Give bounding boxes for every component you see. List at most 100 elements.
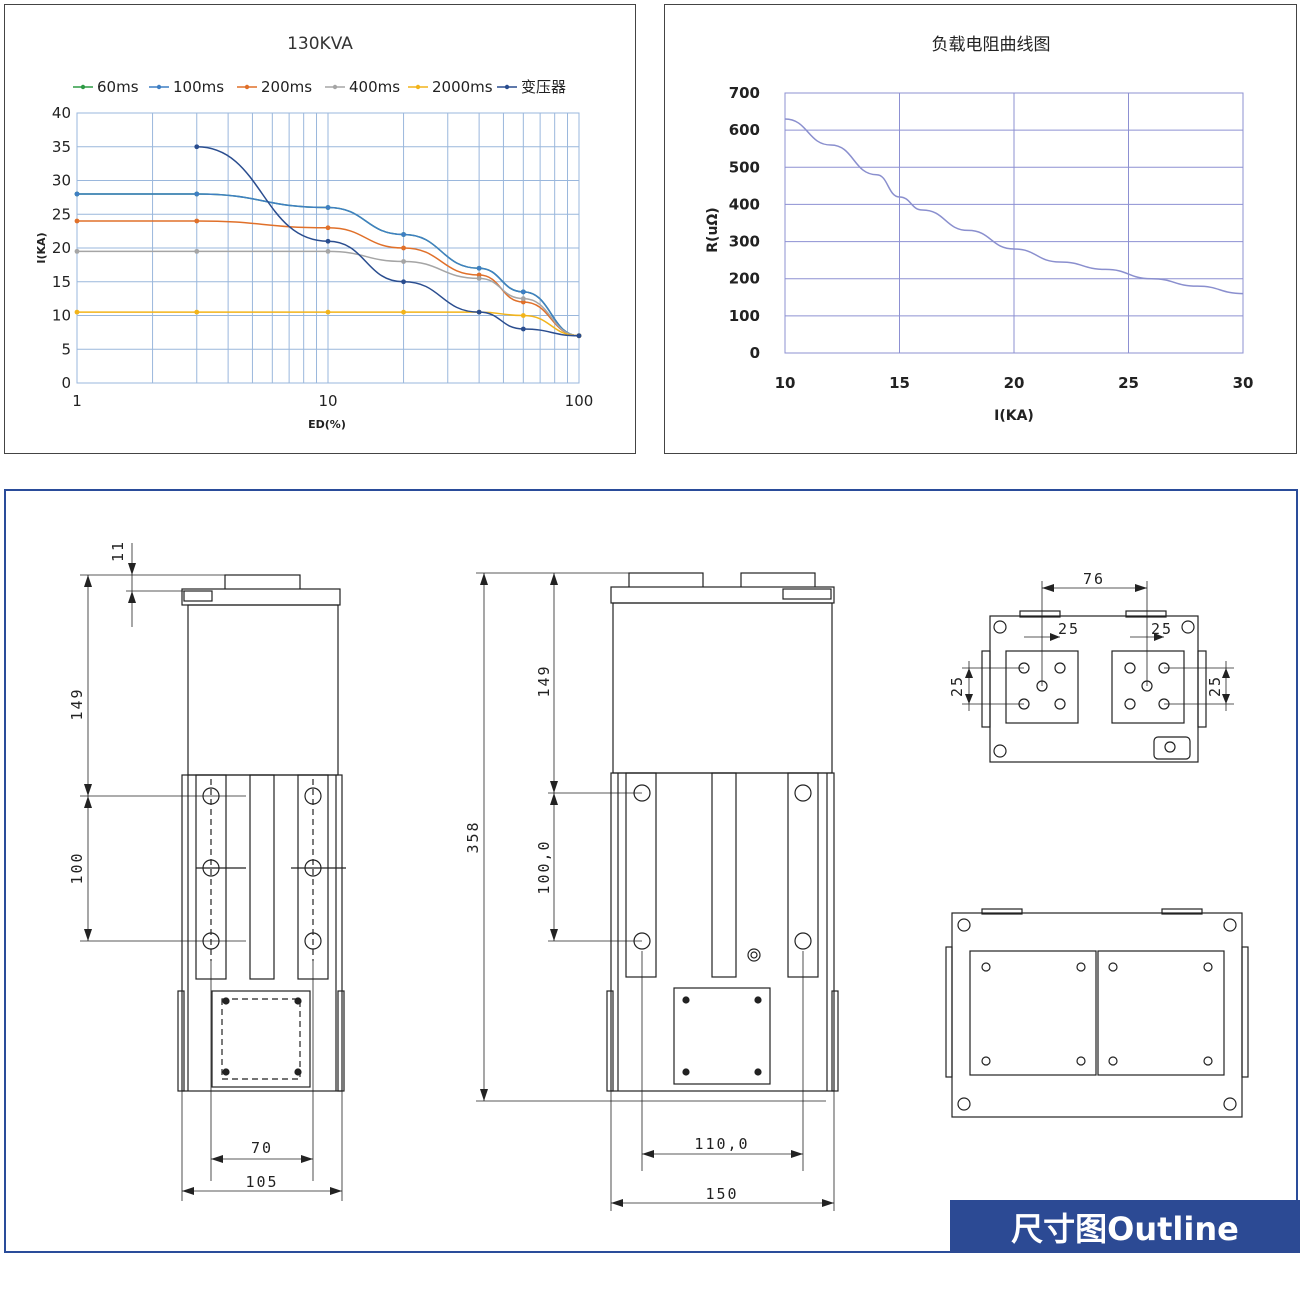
legend-label: 200ms [261, 78, 312, 96]
data-point [194, 191, 200, 197]
x-tick-label: 10 [775, 374, 796, 392]
dim-149-side: 149 [68, 687, 86, 720]
x-tick-label: 25 [1118, 374, 1139, 392]
dim-76: 76 [1083, 570, 1105, 588]
y-tick-label: 20 [52, 239, 71, 257]
data-point [194, 309, 200, 315]
legend-marker [415, 84, 421, 90]
outline-badge: 尺寸图Outline [950, 1200, 1300, 1253]
dim-25-left: 25 [1058, 620, 1080, 638]
y-tick-label: 200 [729, 270, 760, 288]
data-point [520, 296, 526, 302]
y-tick-label: 15 [52, 273, 71, 291]
x-axis-label: I(KA) [994, 408, 1034, 424]
data-point [401, 232, 406, 237]
dim-110: 110,0 [694, 1135, 749, 1153]
x-tick-label: 100 [565, 392, 594, 410]
y-tick-label: 40 [52, 104, 71, 122]
data-point [401, 309, 406, 315]
data-point [401, 279, 406, 285]
y-tick-label: 10 [52, 307, 71, 325]
x-tick-label: 1 [72, 392, 82, 410]
data-point [194, 144, 200, 150]
data-point [325, 238, 331, 244]
legend-marker [156, 84, 162, 90]
data-point [74, 191, 80, 197]
data-point [325, 309, 331, 315]
data-point [520, 299, 526, 305]
dim-100-front: 100,0 [535, 839, 553, 894]
top-view [962, 581, 1234, 763]
legend-label: 400ms [349, 78, 400, 96]
series-line [196, 146, 580, 337]
data-point [476, 309, 482, 315]
data-point [74, 248, 80, 254]
data-point [476, 275, 482, 281]
series-line [784, 118, 1244, 295]
x-tick-label: 10 [318, 392, 337, 410]
y-tick-label: 400 [729, 195, 760, 213]
bottom-view [945, 908, 1249, 1118]
data-point [476, 265, 482, 271]
outline-drawing: 11 149 100 70 105 358 149 100,0 110,0 15… [68, 540, 1249, 1211]
data-point [74, 218, 80, 224]
legend-marker [244, 84, 250, 90]
data-point [194, 218, 200, 224]
legend-label: 100ms [173, 78, 224, 96]
legend-label: 60ms [97, 78, 139, 96]
data-point [520, 289, 526, 295]
data-point [520, 313, 526, 318]
plot-area [76, 112, 580, 384]
y-tick-label: 300 [729, 233, 760, 251]
x-tick-label: 30 [1233, 374, 1254, 392]
outline-drawing-panel: 11 149 100 70 105 358 149 100,0 110,0 15… [4, 489, 1300, 1253]
data-point [401, 259, 406, 264]
data-point [401, 245, 406, 251]
data-point [476, 272, 482, 278]
data-point [325, 205, 331, 210]
data-point [74, 309, 80, 315]
y-tick-label: 5 [61, 340, 71, 358]
dim-100-side: 100 [68, 851, 86, 884]
data-point [194, 248, 200, 254]
dim-25-vleft: 25 [948, 675, 966, 697]
x-tick-label: 20 [1004, 374, 1025, 392]
data-point [325, 248, 331, 254]
legend-marker [80, 84, 86, 90]
dim-105: 105 [245, 1173, 278, 1191]
side-view [80, 543, 346, 1201]
dim-70: 70 [251, 1139, 273, 1157]
x-axis-label: ED(%) [308, 418, 346, 431]
data-point [325, 225, 331, 231]
y-axis-label: I(KA) [35, 232, 48, 263]
front-view [476, 572, 839, 1211]
dim-11: 11 [109, 540, 127, 562]
y-tick-label: 600 [729, 121, 760, 139]
legend-label: 变压器 [521, 78, 566, 96]
y-tick-label: 700 [729, 84, 760, 102]
data-point [520, 326, 526, 332]
y-tick-label: 500 [729, 158, 760, 176]
legend-marker [332, 84, 338, 90]
dim-358: 358 [464, 820, 482, 853]
data-point [576, 333, 582, 339]
y-tick-label: 35 [52, 138, 71, 156]
y-axis-label: R(uΩ) [705, 207, 721, 252]
dim-25-right: 25 [1151, 620, 1173, 638]
y-tick-label: 0 [750, 344, 760, 362]
y-tick-label: 30 [52, 172, 71, 190]
dim-150: 150 [705, 1185, 738, 1203]
y-tick-label: 100 [729, 307, 760, 325]
legend-marker [504, 84, 510, 90]
plot-area [784, 92, 1244, 354]
dim-25-vright: 25 [1206, 675, 1224, 697]
dimension-arrows [84, 563, 1230, 1207]
chart-title: 负载电阻曲线图 [932, 35, 1051, 55]
y-tick-label: 25 [52, 205, 71, 223]
y-tick-label: 0 [61, 374, 71, 392]
legend-label: 2000ms [432, 78, 493, 96]
